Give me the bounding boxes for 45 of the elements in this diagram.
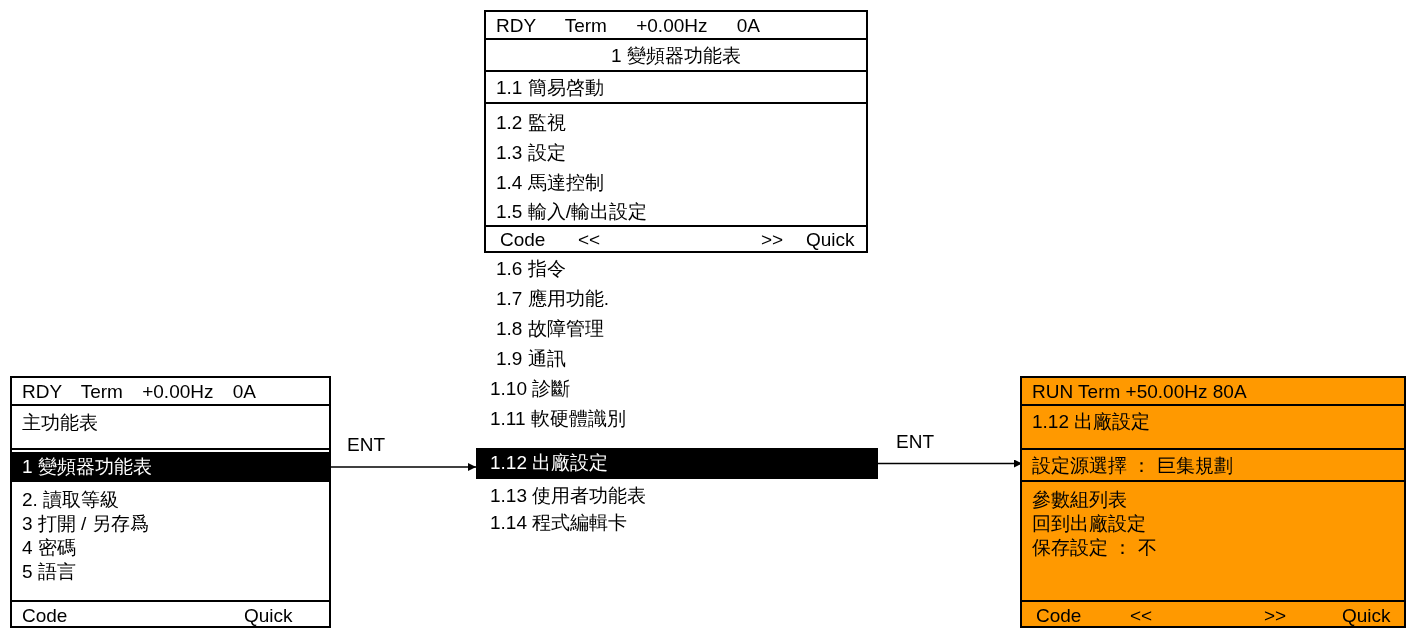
function-key-bar [486, 225, 866, 251]
menu-item: 5 語言 [12, 560, 329, 584]
key-label: Quick [806, 229, 855, 251]
menu-item: 1.3 設定 [486, 138, 866, 168]
menu-item: 參數組列表 [1022, 488, 1404, 512]
status-bar: RDY Term +0.00Hz 0A [486, 12, 866, 40]
menu-item: 4 密碼 [12, 536, 329, 560]
menu-item: 1.14 程式編輯卡 [490, 512, 628, 534]
status-bar: RUN Term +50.00Hz 80A [1022, 378, 1404, 406]
key-label: << [578, 229, 601, 251]
key-label: Code [1036, 605, 1082, 627]
menu-item: 1.10 診斷 [490, 378, 571, 400]
status-bar: RDY Term +0.00Hz 0A [12, 378, 329, 406]
menu-item: 1.5 輸入/輸出設定 [486, 198, 866, 226]
menu-item: 1.8 故障管理 [496, 318, 604, 340]
function-key-bar [1022, 600, 1404, 626]
menu-item: 1.2 監視 [486, 108, 866, 138]
edge-label: ENT [347, 434, 385, 456]
menu-item: 回到出廠設定 [1022, 512, 1404, 536]
menu-item: 2. 讀取等級 [12, 488, 329, 512]
key-label: Code [22, 605, 68, 627]
display-screen [10, 376, 331, 628]
edge-label: ENT [896, 430, 934, 453]
menu-item: 3 打開 / 另存爲 [12, 512, 329, 536]
selected-menu-item: 1.12 出廠設定 [476, 448, 878, 479]
menu-item: 保存設定 ： 不 [1022, 536, 1404, 560]
menu-item: 1.11 軟硬體識別 [490, 408, 626, 430]
key-label: Quick [1342, 605, 1391, 627]
display-screen [1020, 376, 1406, 628]
menu-item: 1.4 馬達控制 [486, 168, 866, 198]
menu-item: 設定源選擇 ： 巨集規劃 [1022, 450, 1404, 482]
menu-item: 主功能表 [12, 406, 329, 450]
menu-item: 1.7 應用功能. [496, 288, 609, 310]
key-label: >> [761, 229, 784, 251]
menu-item: 1.9 通訊 [496, 348, 566, 370]
function-key-bar [12, 600, 329, 626]
menu-item: 1.12 出廠設定 [1022, 406, 1404, 450]
key-label: << [1130, 605, 1153, 627]
key-label: Quick [244, 605, 293, 627]
selected-menu-item: 1 變頻器功能表 [12, 452, 329, 482]
key-label: Code [500, 229, 546, 251]
display-screen [484, 10, 868, 253]
key-label: >> [1264, 605, 1287, 627]
menu-item: 1 變頻器功能表 [486, 40, 866, 72]
menu-item: 1.1 簡易啓動 [486, 72, 866, 104]
